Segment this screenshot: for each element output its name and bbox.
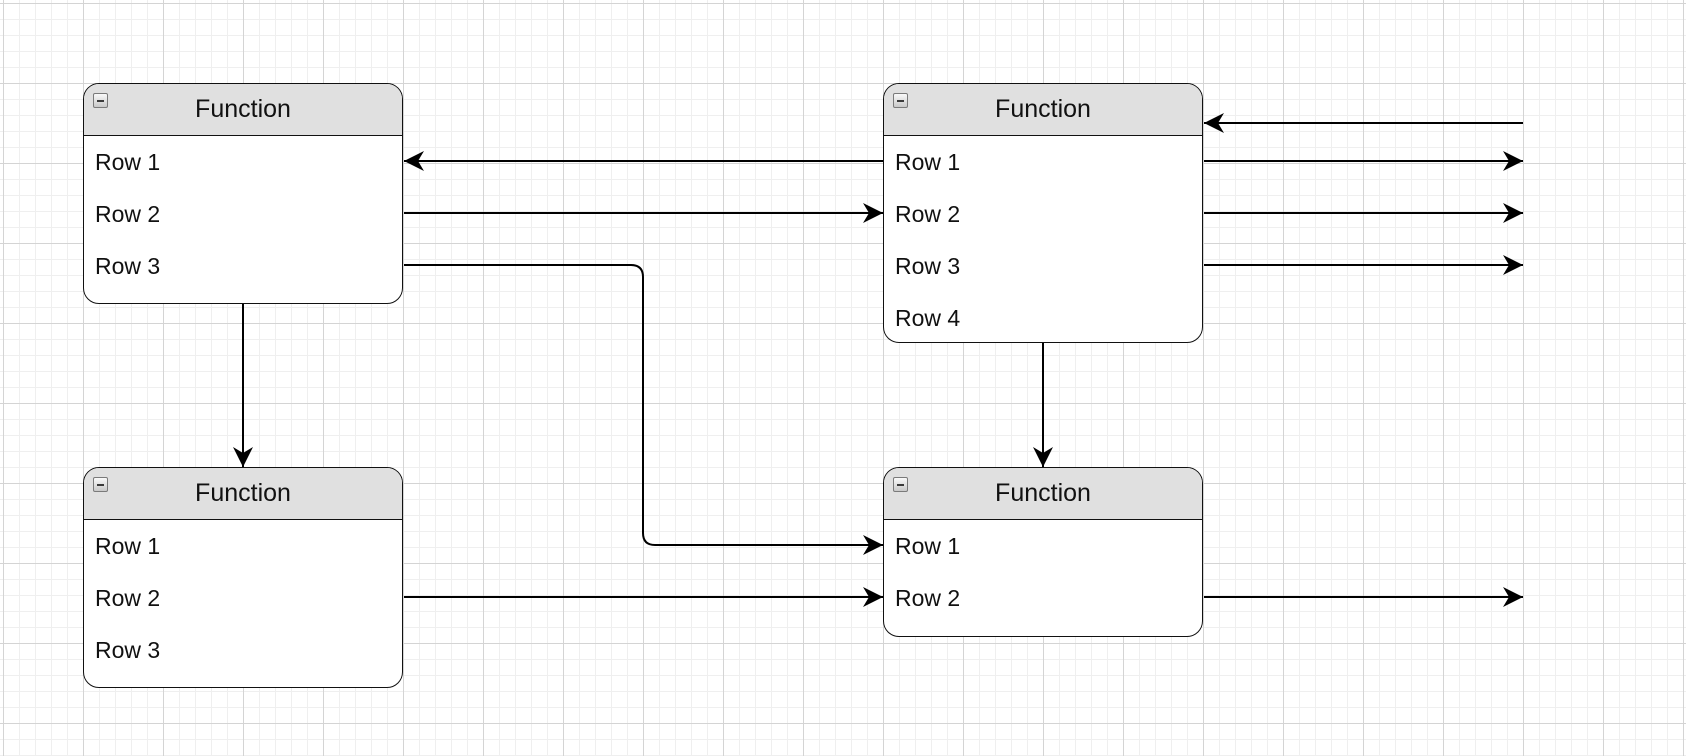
function-row[interactable]: Row 1: [95, 533, 161, 559]
collapse-icon[interactable]: [93, 477, 108, 492]
function-row[interactable]: Row 3: [95, 253, 161, 279]
function-title: Function: [195, 479, 291, 507]
collapse-icon[interactable]: [93, 93, 108, 108]
function-header[interactable]: Function: [84, 84, 402, 136]
function-row[interactable]: Row 2: [895, 201, 961, 227]
function-title: Function: [995, 479, 1091, 507]
function-header[interactable]: Function: [884, 84, 1202, 136]
function-box-2[interactable]: Function Row 1 Row 2 Row 3 Row 4: [883, 83, 1203, 343]
function-row[interactable]: Row 4: [895, 305, 961, 331]
function-box-3[interactable]: Function Row 1 Row 2 Row 3: [83, 467, 403, 688]
function-header[interactable]: Function: [884, 468, 1202, 520]
collapse-icon[interactable]: [893, 477, 908, 492]
function-row[interactable]: Row 1: [895, 533, 961, 559]
function-box-4[interactable]: Function Row 1 Row 2: [883, 467, 1203, 637]
function-title: Function: [195, 95, 291, 123]
function-box-1[interactable]: Function Row 1 Row 2 Row 3: [83, 83, 403, 304]
function-row[interactable]: Row 2: [95, 201, 161, 227]
function-row[interactable]: Row 1: [895, 149, 961, 175]
function-row[interactable]: Row 2: [895, 585, 961, 611]
function-row[interactable]: Row 3: [95, 637, 161, 663]
function-header[interactable]: Function: [84, 468, 402, 520]
function-row[interactable]: Row 2: [95, 585, 161, 611]
connector-f1row3-to-f4row1[interactable]: [404, 264, 883, 555]
collapse-icon[interactable]: [893, 93, 908, 108]
function-row[interactable]: Row 3: [895, 253, 961, 279]
function-title: Function: [995, 95, 1091, 123]
function-row[interactable]: Row 1: [95, 149, 161, 175]
